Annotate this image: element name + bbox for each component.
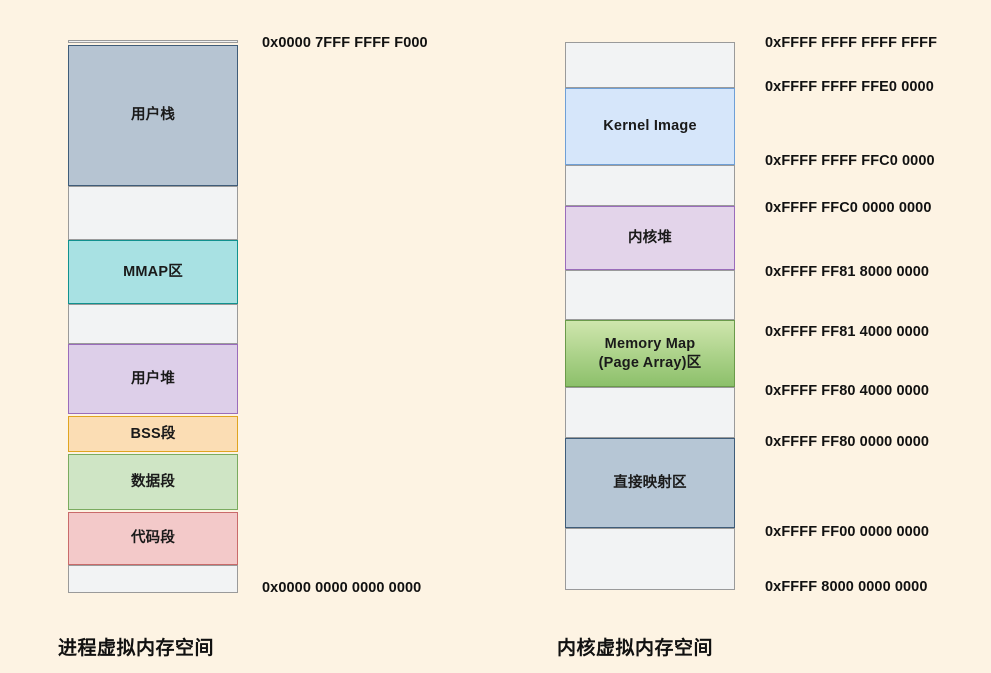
kernel-block-direct-map: 直接映射区 (565, 438, 735, 528)
process-block-text: 代码段 (68, 512, 238, 565)
process-block-gap-2 (68, 304, 238, 344)
process-block-top-gap (68, 40, 238, 43)
process-block-user-heap-label: 用户堆 (130, 370, 176, 387)
kernel-addr-direct-base: 0xFFFF FF00 0000 0000 (765, 524, 930, 540)
process-block-mmap: MMAP区 (68, 240, 238, 304)
process-block-data-label: 数据段 (130, 473, 176, 490)
kernel-addr-heap-top: 0xFFFF FFC0 0000 0000 (765, 200, 932, 216)
kernel-addr-top: 0xFFFF FFFF FFFF FFFF (765, 35, 938, 51)
process-memory-column: 用户栈 MMAP区用户堆 BSS段数据段代码段 0x0000 7FFF FFFF F… (58, 35, 428, 659)
kernel-block-gap-top (565, 42, 735, 88)
kernel-addr-bottom: 0xFFFF 8000 0000 0000 (765, 579, 928, 595)
kernel-block-memory-map-label: Memory Map (Page Array)区 (598, 336, 702, 371)
kernel-block-gap-4 (565, 528, 735, 590)
process-space-caption: 进程虚拟内存空间 (58, 638, 215, 659)
kernel-block-gap-2 (565, 270, 735, 320)
kernel-block-kernel-heap: 内核堆 (565, 206, 735, 270)
process-block-data: 数据段 (68, 454, 238, 510)
kernel-addr-memmap-base: 0xFFFF FF80 4000 0000 (765, 383, 930, 399)
kernel-space-caption: 内核虚拟内存空间 (557, 638, 714, 659)
kernel-addr-memmap-top: 0xFFFF FF81 4000 0000 (765, 324, 930, 340)
process-block-user-heap: 用户堆 (68, 344, 238, 414)
process-block-text-label: 代码段 (130, 530, 176, 547)
process-block-mmap-label: MMAP区 (123, 263, 183, 280)
process-addr-zero: 0x0000 0000 0000 0000 (262, 580, 422, 596)
kernel-block-kernel-heap-label: 内核堆 (627, 229, 673, 246)
process-block-gap-3 (68, 565, 238, 593)
process-block-user-stack: 用户栈 (68, 45, 238, 186)
kernel-addr-direct-top: 0xFFFF FF80 0000 0000 (765, 434, 930, 450)
kernel-block-kernel-image-label: Kernel Image (603, 118, 697, 135)
kernel-addr-heap-base: 0xFFFF FF81 8000 0000 (765, 264, 930, 280)
kernel-block-direct-map-label: 直接映射区 (613, 474, 687, 491)
kernel-memory-column: Kernel Image 内核堆 Memory Map (Page Array)区直… (500, 0, 991, 673)
process-block-gap-1 (68, 186, 238, 240)
process-block-bss: BSS段 (68, 416, 238, 452)
process-addr-stack-top: 0x0000 7FFF FFFF F000 (262, 35, 428, 51)
process-block-user-stack-label: 用户栈 (130, 107, 176, 124)
kernel-block-gap-3 (565, 387, 735, 438)
kernel-block-gap-1 (565, 165, 735, 206)
process-block-bss-label: BSS段 (130, 425, 176, 442)
kernel-addr-image-top: 0xFFFF FFFF FFE0 0000 (765, 79, 934, 95)
kernel-addr-image-base: 0xFFFF FFFF FFC0 0000 (765, 153, 935, 169)
kernel-block-kernel-image: Kernel Image (565, 88, 735, 165)
kernel-block-memory-map: Memory Map (Page Array)区 (565, 320, 735, 387)
